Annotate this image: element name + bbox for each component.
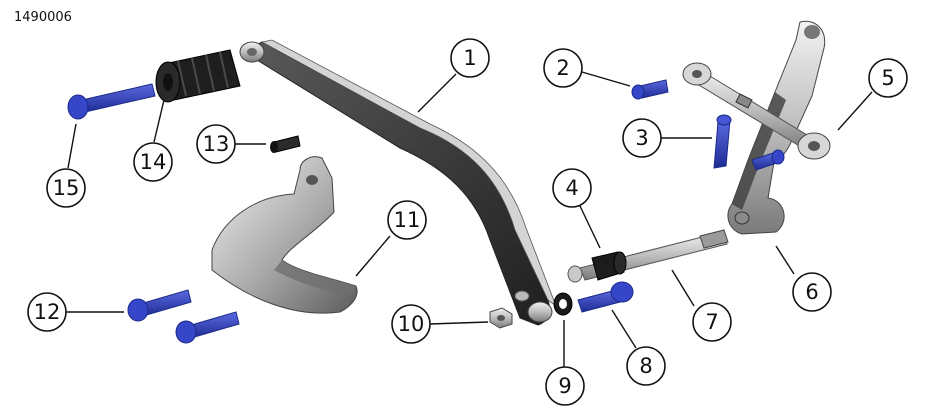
- small-screw: [631, 79, 669, 100]
- toe-shield: [211, 156, 358, 314]
- callout-4-label: 4: [565, 176, 578, 200]
- callout-1: 1: [450, 38, 490, 78]
- callout-15: 15: [46, 168, 86, 208]
- callout-11: 11: [387, 200, 427, 240]
- callout-7: 7: [692, 302, 732, 342]
- lock-nut: [489, 307, 513, 329]
- linkage-rod: [567, 229, 729, 283]
- pivot-bolt: [577, 281, 634, 313]
- callout-9: 9: [545, 366, 585, 406]
- callout-12: 12: [27, 292, 67, 332]
- callout-10: 10: [391, 304, 431, 344]
- link-rod-assembly: [682, 62, 831, 160]
- callout-13-label: 13: [203, 132, 230, 156]
- shield-bolts: [127, 289, 240, 344]
- callout-15-label: 15: [53, 176, 80, 200]
- callout-10-label: 10: [398, 312, 425, 336]
- callout-8: 8: [626, 346, 666, 386]
- set-screw: [270, 135, 301, 153]
- diagram-part-number: 1490006: [14, 10, 72, 25]
- callout-3: 3: [622, 118, 662, 158]
- callout-6: 6: [792, 272, 832, 312]
- callout-4: 4: [552, 168, 592, 208]
- callout-9-label: 9: [558, 374, 571, 398]
- callout-13: 13: [196, 124, 236, 164]
- callout-12-label: 12: [34, 300, 61, 324]
- callout-7-label: 7: [705, 310, 718, 334]
- callout-3-label: 3: [635, 126, 648, 150]
- callout-14: 14: [133, 142, 173, 182]
- peg-bolt: [67, 83, 156, 120]
- callout-2: 2: [543, 48, 583, 88]
- washer: [553, 292, 573, 316]
- callout-2-label: 2: [556, 56, 569, 80]
- callout-8-label: 8: [639, 354, 652, 378]
- callout-5-label: 5: [881, 66, 894, 90]
- shift-lever-arm: [239, 39, 557, 326]
- bracket-bolts: [713, 114, 785, 171]
- rod-boot: [591, 251, 627, 281]
- leader-lines: [66, 71, 873, 368]
- callout-6-label: 6: [805, 280, 818, 304]
- callout-14-label: 14: [140, 150, 167, 174]
- callout-1-label: 1: [463, 46, 476, 70]
- shift-peg-rubber: [155, 49, 241, 103]
- callout-11-label: 11: [394, 208, 421, 232]
- callout-5: 5: [868, 58, 908, 98]
